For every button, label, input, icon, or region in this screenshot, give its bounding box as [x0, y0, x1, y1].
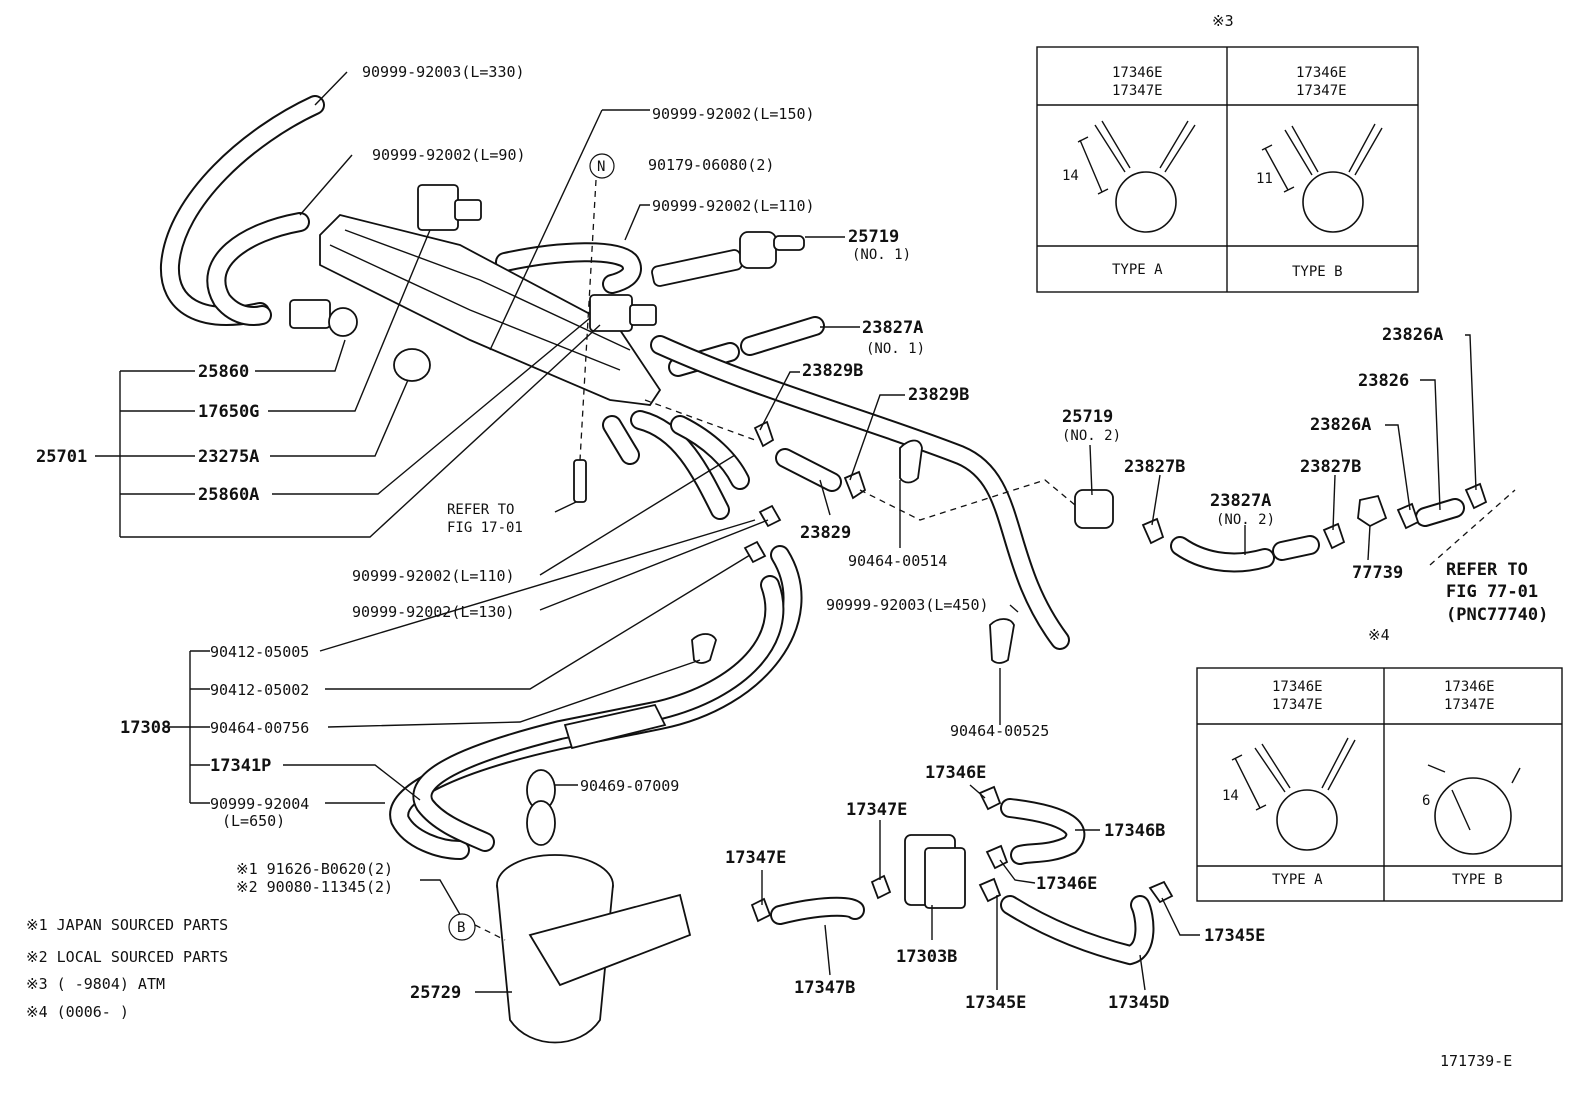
label-90412-05002: 90412-05002	[210, 681, 309, 699]
n-marker-label: N	[597, 159, 605, 175]
label-90179-06080: 90179-06080(2)	[648, 156, 774, 174]
label-90464-00525: 90464-00525	[950, 722, 1049, 740]
table-3-type-b: TYPE B	[1292, 264, 1343, 280]
b-marker-label: B	[457, 920, 465, 936]
label-25701: 25701	[36, 447, 87, 467]
label-17346b: 17346B	[1104, 821, 1165, 841]
table-3-h1b: 17347E	[1112, 83, 1163, 99]
clamp-table-4: ※4 17346E 17347E 17346E 17347E 14 6 TYPE…	[1196, 626, 1563, 902]
note-4: ※4 (0006- )	[26, 1003, 129, 1021]
label-23827b-b: 23827B	[1300, 457, 1361, 477]
table-3-dim-b: 11	[1256, 171, 1273, 187]
table-4-h2a: 17346E	[1444, 679, 1495, 695]
label-25719-no1-sub: (NO. 1)	[852, 247, 911, 263]
label-25719-no1: 25719	[848, 227, 899, 247]
table-4-h1b: 17347E	[1272, 697, 1323, 713]
table-3-h1a: 17346E	[1112, 65, 1163, 81]
label-23827a-no1-sub: (NO. 1)	[866, 341, 925, 357]
table-4-dim-b: 6	[1422, 793, 1430, 809]
part-labels: 90999-92003(L=330) 90999-92002(L=90) 909…	[26, 63, 1548, 1070]
label-23827b-a: 23827B	[1124, 457, 1185, 477]
label-90999-92002-110: 90999-92002(L=110)	[352, 567, 515, 585]
table-4-marker: ※4	[1368, 626, 1390, 644]
table-3-type-a: TYPE A	[1112, 262, 1163, 278]
note-1: ※1 JAPAN SOURCED PARTS	[26, 916, 228, 934]
label-90464-00756: 90464-00756	[210, 719, 309, 737]
label-17345e-b: 17345E	[1204, 926, 1265, 946]
table-3-dim-a: 14	[1062, 168, 1079, 184]
table-4-type-b: TYPE B	[1452, 872, 1503, 888]
note-3: ※3 ( -9804) ATM	[26, 975, 165, 993]
label-17650g: 17650G	[198, 402, 259, 422]
clamp-table-3: ※3 17346E 17347E 17346E 17347E 14 11 TYP…	[1036, 12, 1419, 293]
label-17347b: 17347B	[794, 978, 855, 998]
label-25860: 25860	[198, 362, 249, 382]
label-90999-92002-110-top: 90999-92002(L=110)	[652, 197, 815, 215]
b-marker-circle	[448, 913, 476, 941]
label-25729: 25729	[410, 983, 461, 1003]
note-2: ※2 LOCAL SOURCED PARTS	[26, 948, 228, 966]
table-3-h2b: 17347E	[1296, 83, 1347, 99]
leader-lines	[95, 71, 1477, 993]
label-90999-92002-90: 90999-92002(L=90)	[372, 146, 526, 164]
label-90469-07009: 90469-07009	[580, 777, 679, 795]
label-23829b-b: 23829B	[908, 385, 969, 405]
label-23829: 23829	[800, 523, 851, 543]
label-17347e-b: 17347E	[725, 848, 786, 868]
label-refer-17-01-a: REFER TO	[447, 502, 514, 518]
n-marker-circle	[589, 153, 615, 179]
label-25860a: 25860A	[198, 485, 259, 505]
label-90999-92003-450: 90999-92003(L=450)	[826, 596, 989, 614]
label-25719-no2: 25719	[1062, 407, 1113, 427]
label-91626-b0620: ※1 91626-B0620(2)	[236, 860, 393, 878]
label-23275a: 23275A	[198, 447, 259, 467]
label-17345e-a: 17345E	[965, 993, 1026, 1013]
table-3-h2a: 17346E	[1296, 65, 1347, 81]
table-4-h2b: 17347E	[1444, 697, 1495, 713]
table-4-dim-a: 14	[1222, 788, 1239, 804]
label-90999-92003-330: 90999-92003(L=330)	[362, 63, 525, 81]
label-90999-92002-130: 90999-92002(L=130)	[352, 603, 515, 621]
table-4-type-a: TYPE A	[1272, 872, 1323, 888]
label-90999-92002-150: 90999-92002(L=150)	[652, 105, 815, 123]
label-refer-77-01-c: (PNC77740)	[1446, 605, 1548, 625]
label-25719-no2-sub: (NO. 2)	[1062, 428, 1121, 444]
label-refer-17-01-b: FIG 17-01	[447, 520, 523, 536]
label-90080-11345: ※2 90080-11345(2)	[236, 878, 393, 896]
label-23827a-no2-sub: (NO. 2)	[1216, 512, 1275, 528]
label-17303b: 17303B	[896, 947, 957, 967]
label-17345d: 17345D	[1108, 993, 1169, 1013]
label-refer-77-01-a: REFER TO	[1446, 560, 1528, 580]
label-refer-77-01-b: FIG 77-01	[1446, 582, 1538, 602]
label-17308: 17308	[120, 718, 171, 738]
hose-drawings	[159, 95, 1465, 966]
label-23827a-no2: 23827A	[1210, 491, 1271, 511]
table-3-marker: ※3	[1212, 12, 1234, 30]
diagram-id: 171739-E	[1440, 1052, 1512, 1070]
label-90464-00514: 90464-00514	[848, 552, 947, 570]
label-90412-05005: 90412-05005	[210, 643, 309, 661]
label-23827a-no1: 23827A	[862, 318, 923, 338]
label-77739: 77739	[1352, 563, 1403, 583]
label-23826a-b: 23826A	[1310, 415, 1371, 435]
label-17347e-a: 17347E	[846, 800, 907, 820]
label-23826a-a: 23826A	[1382, 325, 1443, 345]
table-4-h1a: 17346E	[1272, 679, 1323, 695]
label-17341p: 17341P	[210, 756, 271, 776]
label-17346e-b: 17346E	[1036, 874, 1097, 894]
label-17346e-a: 17346E	[925, 763, 986, 783]
label-23826: 23826	[1358, 371, 1409, 391]
label-23829b-a: 23829B	[802, 361, 863, 381]
label-90999-92004-sub: (L=650)	[222, 812, 285, 830]
label-90999-92004: 90999-92004	[210, 795, 309, 813]
dashed-references	[474, 179, 1516, 941]
